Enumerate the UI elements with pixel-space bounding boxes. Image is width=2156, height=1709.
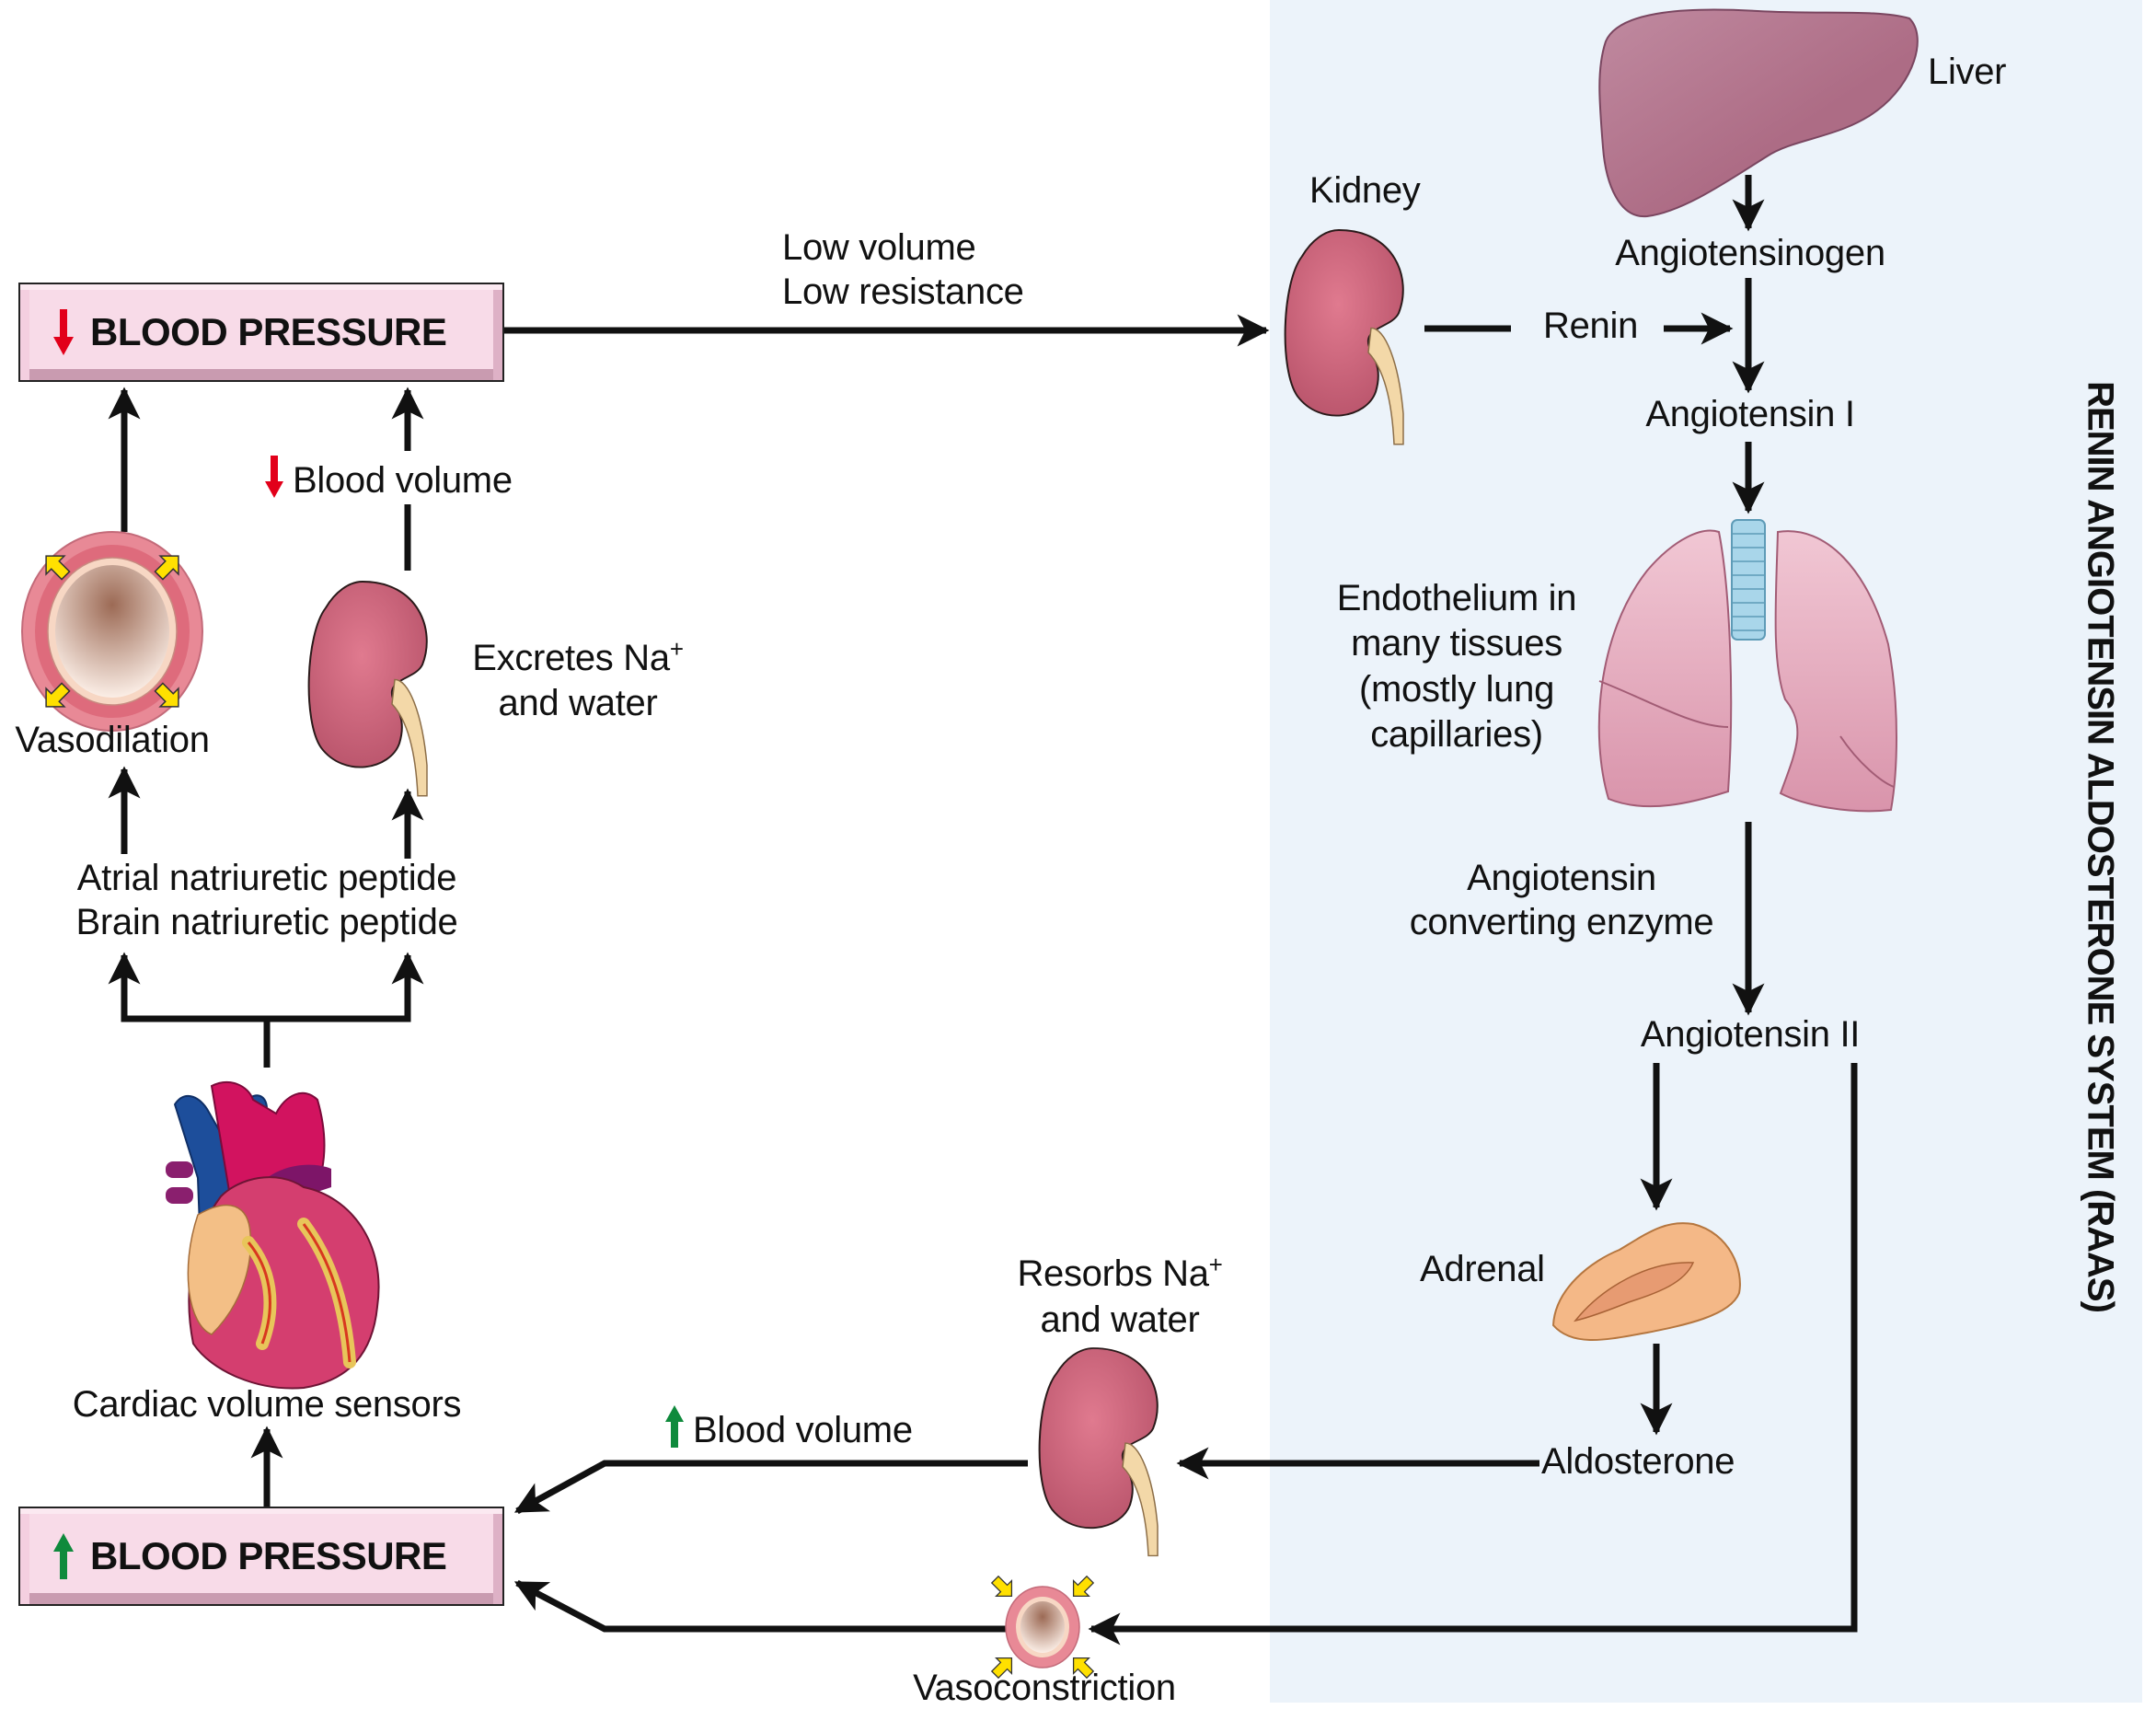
kidney-illustration-left — [307, 581, 428, 797]
excretes-line2: and water — [498, 683, 658, 723]
excretes-text: Excretes Na — [472, 638, 670, 678]
cardiac-sensors-label: Cardiac volume sensors — [72, 1384, 462, 1425]
endothelium-line2: many tissues — [1351, 623, 1562, 664]
bnp-label: Brain natriuretic peptide — [75, 902, 458, 942]
anp-label: Atrial natriuretic peptide — [76, 858, 457, 898]
compress-arrow-icon — [986, 1571, 1020, 1605]
vessel-constricted-illustration — [986, 1571, 1099, 1683]
vessel-dilated-illustration — [21, 531, 203, 732]
down-arrow-icon — [53, 309, 74, 355]
vasoconstriction-label: Vasoconstriction — [913, 1668, 1176, 1708]
arrow-ang2-to-vasoconstriction — [1088, 1063, 1858, 1645]
lungs-illustration — [1597, 519, 1897, 813]
compress-arrow-icon — [1065, 1571, 1099, 1605]
heart-illustration — [166, 1081, 380, 1390]
increased-blood-volume-label: Blood volume — [665, 1405, 913, 1452]
up-arrow-icon — [665, 1405, 684, 1448]
vasodilation-label: Vasodilation — [15, 720, 210, 760]
excretes-line1: Excretes Na+ — [472, 635, 684, 680]
low-blood-pressure-box: BLOOD PRESSURE — [18, 283, 504, 382]
down-arrow-icon — [265, 456, 283, 498]
kidney-label: Kidney — [1309, 170, 1421, 211]
kidney-illustration-bottom — [1038, 1347, 1159, 1557]
superscript-plus: + — [669, 635, 684, 663]
adrenal-label: Adrenal — [1420, 1249, 1545, 1289]
high-blood-pressure-box: BLOOD PRESSURE — [18, 1507, 504, 1606]
aldosterone-label: Aldosterone — [1541, 1441, 1735, 1482]
arrow-vessel-to-high-bp — [513, 1579, 1009, 1633]
low-volume-label: Low volume — [782, 227, 976, 268]
blood-volume-text: Blood volume — [293, 460, 513, 501]
arrow-kidney-to-high-bp — [513, 1460, 1028, 1515]
raas-panel-background — [1270, 0, 2142, 1703]
resorbs-line1: Resorbs Na+ — [1017, 1252, 1222, 1296]
decreased-blood-volume-label: Blood volume — [265, 456, 513, 502]
endothelium-line4: capillaries) — [1370, 714, 1543, 755]
liver-label: Liver — [1928, 52, 2007, 92]
high-bp-label: BLOOD PRESSURE — [90, 1534, 447, 1577]
ace-line1: Angiotensin — [1467, 858, 1656, 898]
ace-line2: converting enzyme — [1409, 902, 1714, 942]
superscript-plus: + — [1208, 1251, 1223, 1278]
angiotensin-2-label: Angiotensin II — [1640, 1014, 1861, 1055]
low-resistance-label: Low resistance — [782, 271, 1024, 312]
resorbs-line2: and water — [1040, 1299, 1200, 1340]
resorbs-text: Resorbs Na — [1017, 1253, 1209, 1294]
kidney-illustration-top — [1284, 229, 1404, 445]
angiotensin-1-label: Angiotensin I — [1645, 394, 1855, 434]
blood-volume-text: Blood volume — [693, 1410, 913, 1450]
angiotensinogen-label: Angiotensinogen — [1615, 233, 1885, 273]
adrenal-illustration — [1551, 1222, 1741, 1341]
renin-label: Renin — [1543, 306, 1639, 346]
liver-illustration — [1598, 8, 1919, 218]
bracket-horizontal — [121, 957, 411, 1022]
raas-panel-title: RENIN ANGIOTENSIN ALDOSTERONE SYSTEM (RA… — [2080, 381, 2121, 1312]
up-arrow-icon — [53, 1533, 74, 1579]
low-bp-label: BLOOD PRESSURE — [90, 310, 447, 353]
endothelium-line3: (mostly lung — [1358, 669, 1555, 710]
endothelium-line1: Endothelium in — [1336, 578, 1577, 618]
